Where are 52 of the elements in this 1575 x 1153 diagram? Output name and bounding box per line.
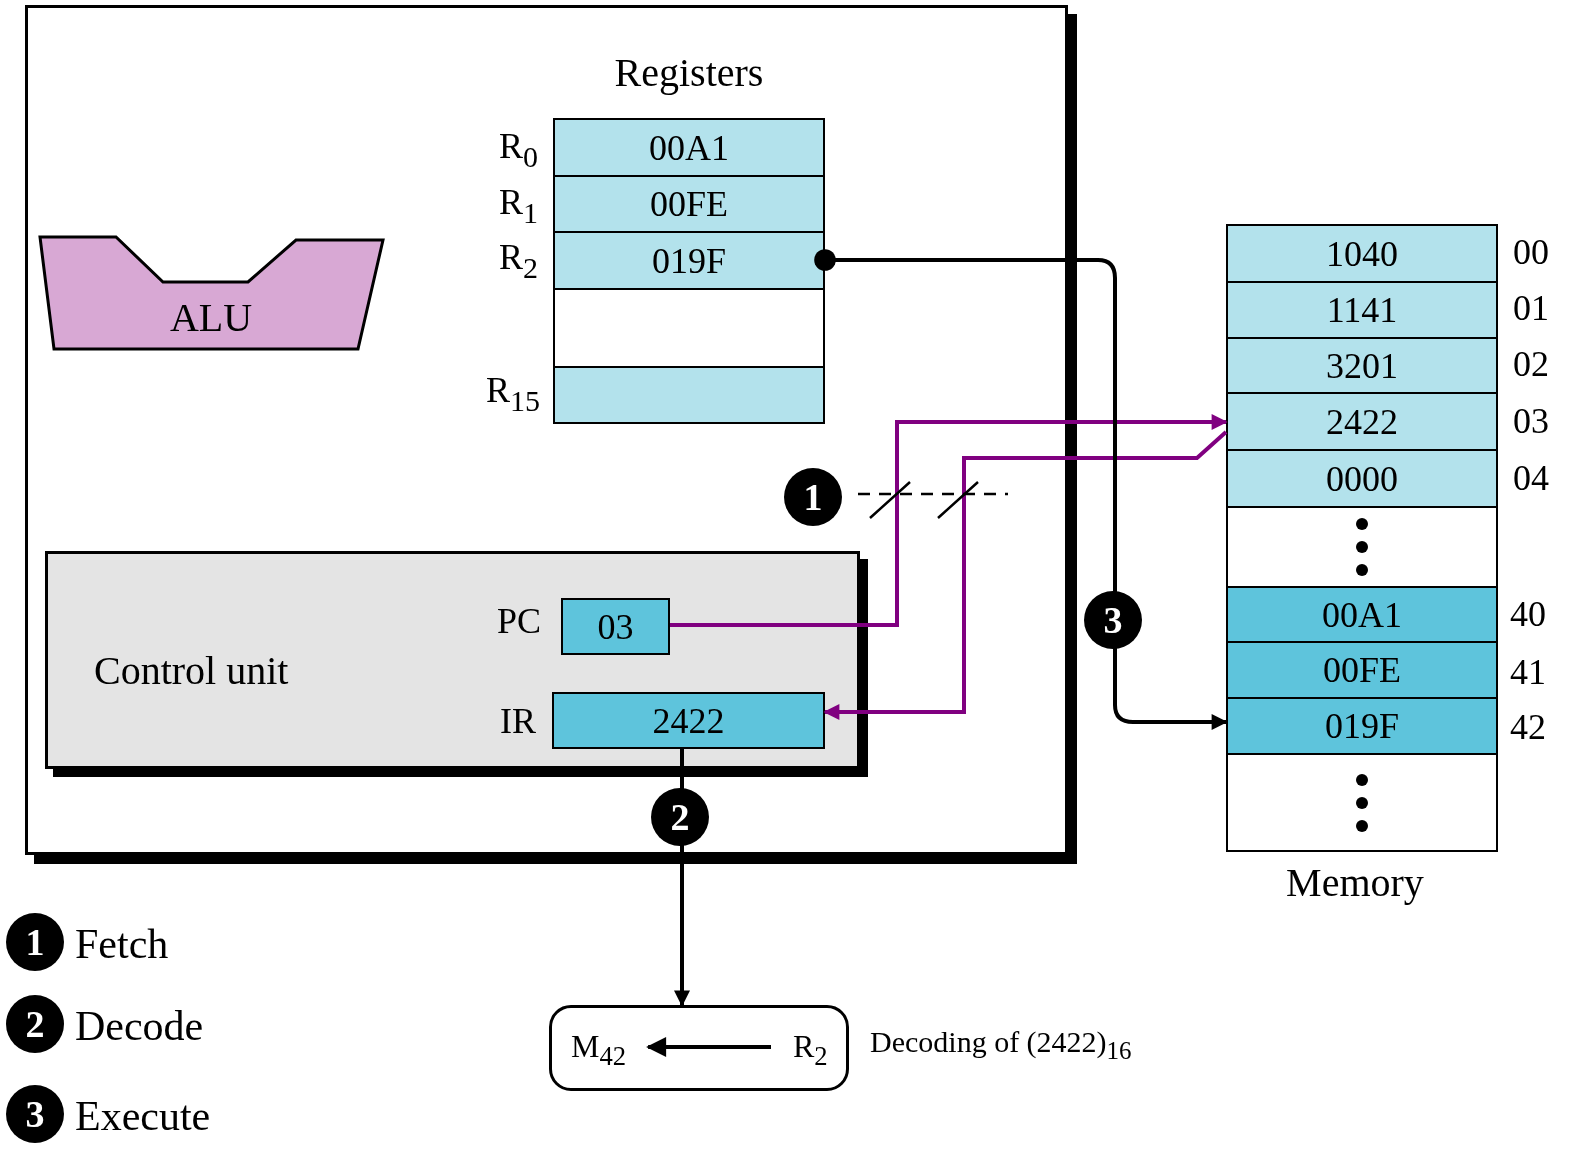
step-badge: 2	[6, 995, 64, 1053]
register-cell: 03	[561, 598, 670, 655]
address-label: 40	[1510, 596, 1546, 632]
register-cell: 00A1	[553, 118, 825, 177]
memory-cell: 2422	[1226, 392, 1498, 451]
address-label: 04	[1513, 460, 1549, 496]
address-label: 41	[1510, 654, 1546, 690]
address-label: PC	[496, 603, 541, 639]
step-badge: 1	[6, 913, 64, 971]
legend-text: Decode	[75, 1005, 204, 1047]
memory-cell: 1040	[1226, 224, 1498, 283]
step-badge: 3	[1084, 591, 1142, 649]
register-cell: 019F	[553, 231, 825, 290]
legend-text: Execute	[75, 1095, 211, 1137]
operand-label: M$_{42}$	[571, 1030, 627, 1070]
arrow	[823, 430, 1228, 720]
unit-label: ALU	[169, 298, 253, 338]
memory-cell	[1226, 506, 1498, 588]
unit-label: Control unit	[94, 651, 289, 691]
address-label: 42	[1510, 709, 1546, 745]
address-label: R$_{1}$	[499, 184, 538, 228]
step-badge: 2	[651, 788, 709, 846]
memory-cell: 019F	[1226, 697, 1498, 755]
address-label: R$_{0}$	[499, 128, 538, 172]
register-cell: 00FE	[553, 175, 825, 233]
arrow	[646, 1037, 771, 1057]
register-cell	[553, 366, 825, 424]
group-heading: Memory	[1286, 863, 1424, 903]
address-label: R$_{15}$	[486, 372, 540, 416]
address-label: 03	[1513, 403, 1549, 439]
memory-cell: 00FE	[1226, 641, 1498, 699]
memory-cell: 1141	[1226, 281, 1498, 339]
memory-cell: 3201	[1226, 337, 1498, 394]
address-label: 02	[1513, 346, 1549, 382]
group-heading: Registers	[614, 53, 764, 93]
arrow	[670, 414, 1228, 627]
caption-text: Decoding of (2422)$_{16}$	[870, 1027, 1132, 1063]
register-cell	[553, 288, 825, 368]
register-cell: 2422	[552, 692, 825, 749]
memory-cell: 0000	[1226, 449, 1498, 508]
memory-cell: 00A1	[1226, 586, 1498, 643]
address-label: IR	[500, 703, 536, 739]
operand-label: R$_{2}$	[793, 1030, 828, 1070]
address-label: 01	[1513, 290, 1549, 326]
memory-cell	[1226, 753, 1498, 852]
instruction-box	[549, 1005, 849, 1091]
arrow	[814, 249, 1228, 730]
address-label: 00	[1513, 234, 1549, 270]
step-badge: 3	[6, 1085, 64, 1143]
legend-text: Fetch	[75, 923, 169, 965]
step-badge: 1	[784, 468, 842, 526]
address-label: R$_{2}$	[499, 239, 538, 283]
